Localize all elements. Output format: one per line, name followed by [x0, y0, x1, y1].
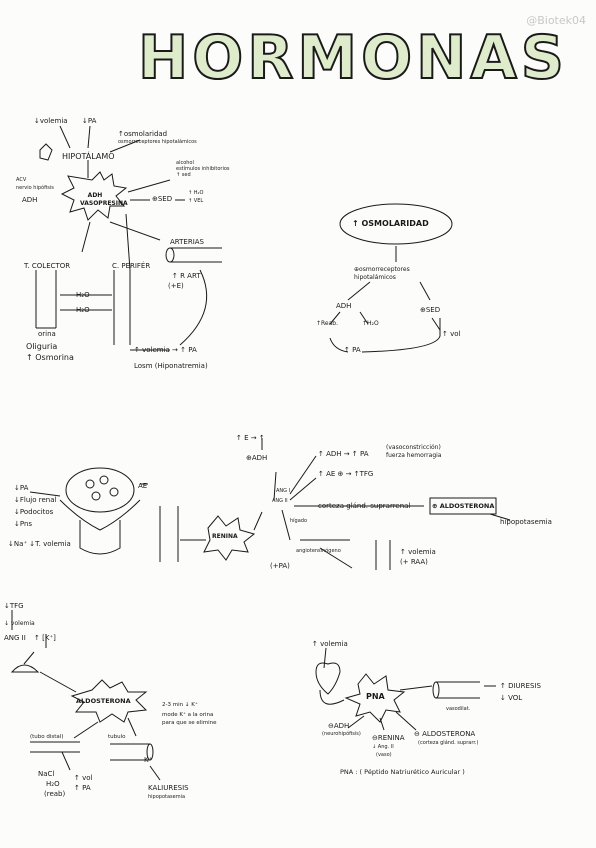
s1-h2o-2: H₂O	[76, 306, 90, 314]
s5-footnote: PNA : ( Péptido Natriurético Auricular )	[340, 768, 465, 776]
s4-h2o: H₂O	[46, 780, 60, 788]
s4-reab: (reab)	[44, 790, 66, 798]
s4-k: ↑ [K⁺]	[34, 634, 56, 642]
s3-ang-ii: ANG II	[272, 498, 288, 504]
s1-adh-star: ADH VASOPRESINA	[80, 192, 128, 207]
s4-ang-ii: ANG II	[4, 634, 26, 642]
s1-bottom-losm: Losm (Hiponatremia)	[134, 362, 208, 370]
watermark: @Biotek04	[526, 14, 586, 27]
s3-flujo-renal: ↓Flujo renal	[14, 496, 57, 504]
s3-higado: hígado	[290, 518, 308, 524]
s4-vol: ↑ vol	[74, 774, 93, 782]
s5-vaso: (vaso)	[376, 752, 392, 758]
s1-colector: T. COLECTOR	[24, 262, 71, 270]
s2-adh: ADH	[336, 302, 352, 310]
s3-r1: ↑ ADH → ↑ PA	[318, 450, 369, 458]
s3-podocitos: ↓Podocitos	[14, 508, 54, 516]
s5-aldosterona: ⊖ ALDOSTERONA	[414, 730, 476, 738]
s4-kaliuresis: KALIURESIS	[148, 784, 189, 792]
s5-vol: ↓ VOL	[500, 694, 523, 702]
s2-h2o: ↑H₂O	[362, 320, 379, 327]
s5-adh: ⊖ADH	[328, 722, 350, 730]
s3-ae: AE	[138, 482, 148, 490]
s1-osmorina: ↑ Osmorina	[26, 353, 74, 362]
s3-pa-low: (+PA)	[270, 562, 290, 570]
s1-estimulos: estímulos inhibitorios	[176, 166, 230, 172]
s1-sed-up: ↑ sed	[176, 172, 191, 178]
s1-alcohol: alcohol	[176, 160, 194, 166]
s1-side-adh: ADH	[22, 196, 38, 204]
s3-renina: RENINA	[212, 533, 238, 540]
s1-input-pa: ↓PA	[82, 117, 97, 125]
s3-pns: ↓Pns	[14, 520, 33, 528]
s1-r2b: ↑ VEL	[188, 198, 204, 204]
s1-side-acv: ACV	[16, 177, 27, 183]
s3-r1b: (vasoconstricción)	[386, 444, 441, 451]
s4-tubulo: tubulo	[108, 734, 126, 740]
s3-r1c: fuerza hemorragia	[386, 452, 442, 459]
s1-r-art: ↑ R ART	[172, 272, 201, 280]
s5-ang-ii: ↓ Ang. II	[372, 744, 394, 750]
s1-r2a: ↑ H₂O	[188, 190, 204, 196]
s3-adh: ⊕ADH	[246, 454, 268, 462]
s5-neurohipofisis: (neurohipófisis)	[322, 731, 361, 737]
s3-r2: ↑ AE ⊕ → ↑TFG	[318, 470, 374, 478]
s3-t1: ↑ E → ↑	[236, 434, 265, 442]
s3-raa: (+ RAA)	[400, 558, 428, 566]
s1-osmo-sub: osmorreceptores hipotalámicos	[118, 139, 197, 145]
s1-bottom-volemia: ↑ volemia → ↑ PA	[134, 346, 197, 354]
s1-oliguria: Oliguria	[26, 342, 58, 351]
s1-sed: ⊕SED	[152, 195, 173, 203]
s1-side-nervio: nervio hipófisis	[16, 185, 54, 191]
s2-reab: ↑Reab.	[316, 320, 339, 327]
s2-osmorreceptores: ⊕osmorreceptores hipotalámicos	[354, 266, 410, 281]
s2-sed: ⊕SED	[420, 306, 441, 314]
s4-note2: mode K⁺ a la orina	[162, 712, 214, 718]
s4-note1: 2-3 min ↓ K⁺	[162, 702, 198, 708]
s1-orina: orina	[38, 330, 56, 338]
s1-input-osmolaridad: ↑osmolaridad	[118, 130, 168, 138]
s3-pa: ↓PA	[14, 484, 29, 492]
s5-pna: PNA	[366, 692, 385, 701]
s2-vol: ↑ vol	[442, 330, 461, 338]
s4-aldosterona: ALDOSTERONA	[76, 697, 131, 705]
s1-input-volemia: ↓volemia	[34, 117, 68, 125]
s4-k-label: K⁺	[144, 756, 153, 764]
s3-na-volemia: ↓Na⁺ ↓T. volemia	[8, 540, 71, 548]
s1-ae: (+E)	[168, 282, 184, 290]
s3-ang-i: ANG I	[276, 488, 291, 494]
s4-tubo-distal: (tubo distal)	[30, 734, 64, 740]
s2-pa: ↑ PA	[344, 346, 361, 354]
s4-pa: ↑ PA	[74, 784, 91, 792]
s1-arterias: ARTERIAS	[170, 238, 205, 246]
s3-aldosterona: ⊕ ALDOSTERONA	[432, 502, 495, 510]
s5-volemia: ↑ volemia	[312, 640, 348, 648]
s5-vasodilat: vasodilat.	[446, 706, 471, 712]
s4-tfg: ↓TFG	[4, 602, 24, 610]
s4-note3: para que se elimine	[162, 720, 217, 726]
s2-osmolaridad: ↑ OSMOLARIDAD	[352, 219, 429, 228]
s5-diuresis: ↑ DIURESIS	[500, 682, 541, 690]
s3-hipopotasemia: hipopotasemia	[500, 518, 552, 526]
s5-corteza: (corteza glánd. suprarr.)	[418, 740, 479, 746]
s1-hipotalamo: HIPOTÁLAMO	[62, 152, 115, 161]
s3-angiotensinogeno: angiotensinógeno	[296, 548, 341, 554]
s4-nacl: NaCl	[38, 770, 55, 778]
page-title: HORMONAS	[137, 23, 568, 93]
s1-h2o-1: H₂O	[76, 291, 90, 299]
s3-volemia: ↑ volemia	[400, 548, 436, 556]
s4-hipopotasemia: hipopotasemia	[148, 794, 186, 800]
s4-volemia: ↓ volemia	[4, 620, 35, 627]
s5-renina: ⊖RENINA	[372, 734, 405, 742]
s3-corteza: corteza glánd. suprarrenal	[318, 502, 411, 510]
s1-periferico: C. PERIFÉR	[112, 262, 151, 270]
